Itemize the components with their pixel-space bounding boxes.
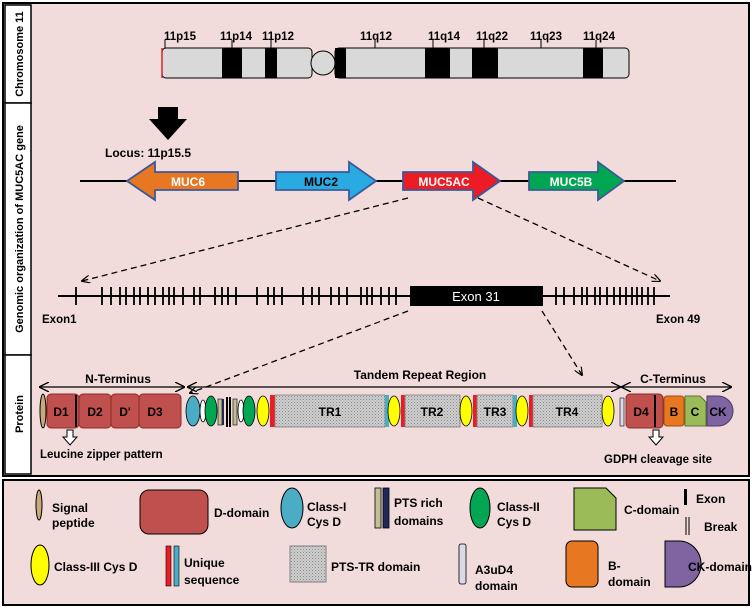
- exon-31-label: Exon 31: [452, 289, 500, 304]
- legend-class3-icon: [30, 544, 50, 586]
- legend-pts-tr-icon: [289, 545, 327, 583]
- c-domain-label: B: [670, 405, 679, 419]
- section-label-genomic: Genomic organization of MUC5AC gene: [14, 125, 26, 333]
- gene-arrow-muc2: [275, 160, 378, 202]
- d-domain-label: D': [119, 405, 131, 419]
- region-label-c-terminus: C-Terminus: [640, 372, 706, 386]
- leucine-zipper-label: Leucine zipper pattern: [40, 449, 163, 461]
- legend-class1-label: Cys D: [307, 515, 341, 529]
- locus-arrow-icon: [149, 107, 187, 140]
- region-label-n-terminus: N-Terminus: [85, 372, 151, 386]
- legend-class2-icon: [469, 487, 491, 529]
- tr-label: TR3: [484, 405, 507, 419]
- legend-a3ud4-label: A3uD4: [475, 563, 513, 577]
- legend-ck-domain-label: CK-domain: [688, 560, 752, 574]
- gene-label-muc5ac: MUC5AC: [418, 175, 470, 189]
- d-domain-label: D3: [147, 405, 163, 419]
- exon-ticks: [75, 287, 655, 305]
- gene-label-muc2: MUC2: [304, 175, 338, 189]
- legend-c-domain-label: C-domain: [624, 503, 679, 517]
- legend-a3ud4-label: domain: [475, 579, 518, 593]
- band-label: 11q23: [530, 31, 562, 43]
- gene-arrow-muc6: [125, 160, 239, 202]
- legend-break-label: Break: [704, 520, 738, 534]
- section-box-protein: [4, 354, 32, 475]
- legend-b-domain-icon: [565, 540, 599, 588]
- chromosome-ideogram: [161, 40, 630, 79]
- legend-class2-label: Class-II: [497, 500, 540, 514]
- legend-class1-label: Class-I: [307, 500, 346, 514]
- region-label-tandem-repeat: Tandem Repeat Region: [354, 368, 486, 382]
- tr-label: TR2: [421, 405, 444, 419]
- c-domain-label: C: [691, 405, 700, 419]
- legend-unique-label: Unique: [184, 556, 225, 570]
- legend-class1-icon: [280, 487, 304, 529]
- gene-label-muc5b: MUC5B: [550, 175, 593, 189]
- section-label-chromosome: Chromosome 11: [14, 11, 26, 97]
- zoom-line-exon-right: [541, 310, 582, 375]
- d4-domain: [625, 393, 664, 429]
- legend-class3-label: Class-III Cys D: [54, 560, 138, 574]
- d-domain-label: D1: [53, 405, 69, 419]
- legend-pts-tr-label: PTS-TR domain: [331, 560, 420, 574]
- legend-c-domain-icon: [573, 487, 617, 531]
- legend-signal-label: Signal: [52, 501, 88, 515]
- legend-a3ud4-icon: [458, 543, 467, 585]
- band-label: 11q12: [360, 31, 392, 43]
- legend-pts-rich-icon: [374, 487, 382, 529]
- band-label: 11p15: [164, 31, 197, 43]
- tr-label: TR4: [556, 405, 579, 419]
- band-label: 11p12: [262, 31, 294, 43]
- c-domain-label: CK: [709, 405, 727, 419]
- zoom-line-right: [477, 197, 660, 281]
- b-domain: [663, 395, 685, 427]
- zoom-line-left: [82, 197, 409, 281]
- legend-pts-rich-label: PTS rich: [394, 496, 443, 510]
- section-label-protein: Protein: [14, 395, 26, 433]
- legend-class2-label: Cys D: [497, 515, 531, 529]
- tr-label: TR1: [319, 405, 342, 419]
- band-label: 11q24: [583, 31, 616, 43]
- legend-ck-domain-icon: [664, 540, 702, 588]
- legend-signal-peptide-icon: [35, 489, 43, 521]
- legend-d-domain-icon: [139, 489, 209, 535]
- signal-peptide-icon: [39, 393, 47, 429]
- legend-exon-icon: [684, 489, 687, 505]
- exon-first-label: Exon1: [42, 314, 77, 326]
- legend-unique-label: sequence: [184, 573, 240, 587]
- legend-b-domain-label: B-: [608, 559, 621, 573]
- gdph-arrow-icon: [647, 429, 665, 446]
- leucine-zipper-arrow-icon: [61, 429, 79, 446]
- c-domain: [684, 395, 707, 427]
- exon-last-label: Exon 49: [656, 314, 700, 326]
- legend-d-domain-label: D-domain: [214, 506, 269, 520]
- exon-31-box: [410, 286, 543, 306]
- legend-unique-icon: [165, 545, 172, 587]
- legend-pts-rich-label: domains: [394, 514, 444, 528]
- band-label: 11q14: [428, 31, 461, 43]
- d-domain-label: D2: [87, 405, 103, 419]
- band-label: 11p14: [220, 31, 253, 43]
- gene-arrow-muc5b: [528, 160, 626, 202]
- zoom-line-exon-left: [190, 310, 409, 393]
- gene-label-muc6: MUC6: [171, 175, 205, 189]
- legend-unique-icon: [173, 545, 180, 587]
- ck-domain: [706, 395, 734, 427]
- gdph-label: GDPH cleavage site: [604, 454, 712, 466]
- legend-exon-label: Exon: [696, 492, 725, 506]
- gene-arrow-muc5ac: [402, 160, 502, 202]
- tandem-repeat-domains: [185, 394, 625, 428]
- band-label: 11q22: [476, 31, 508, 43]
- legend-signal-label: peptide: [52, 516, 95, 530]
- legend-b-domain-label: domain: [608, 575, 651, 589]
- d-domain: [138, 393, 182, 429]
- c-domain-label: D4: [633, 405, 649, 419]
- legend-pts-rich-icon: [382, 487, 390, 529]
- section-box-genomic: [4, 102, 32, 356]
- locus-label: Locus: 11p15.5: [105, 146, 191, 160]
